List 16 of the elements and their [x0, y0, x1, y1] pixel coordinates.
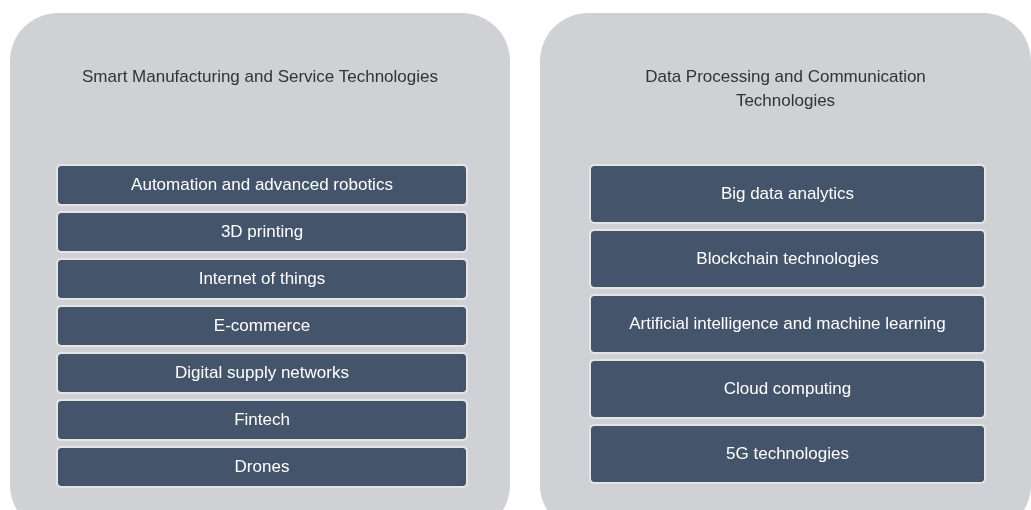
category-panel	[10, 13, 510, 510]
technology-box: 3D printing	[58, 213, 466, 251]
category-panel	[540, 13, 1031, 510]
technology-box: Cloud computing	[591, 361, 984, 417]
panel-heading: Data Processing and Communication Technologies	[644, 66, 927, 112]
technology-box: Blockchain technologies	[591, 231, 984, 287]
technology-box: Automation and advanced robotics	[58, 166, 466, 204]
technology-box: Internet of things	[58, 260, 466, 298]
technology-box: Digital supply networks	[58, 354, 466, 392]
panel-heading: Smart Manufacturing and Service Technologies	[81, 66, 439, 88]
technology-box: Big data analytics	[591, 166, 984, 222]
technology-box: E-commerce	[58, 307, 466, 345]
technology-box: Artificial intelligence and machine learning	[591, 296, 984, 352]
technology-box: Fintech	[58, 401, 466, 439]
technology-box: Drones	[58, 448, 466, 486]
technology-box: 5G technologies	[591, 426, 984, 482]
